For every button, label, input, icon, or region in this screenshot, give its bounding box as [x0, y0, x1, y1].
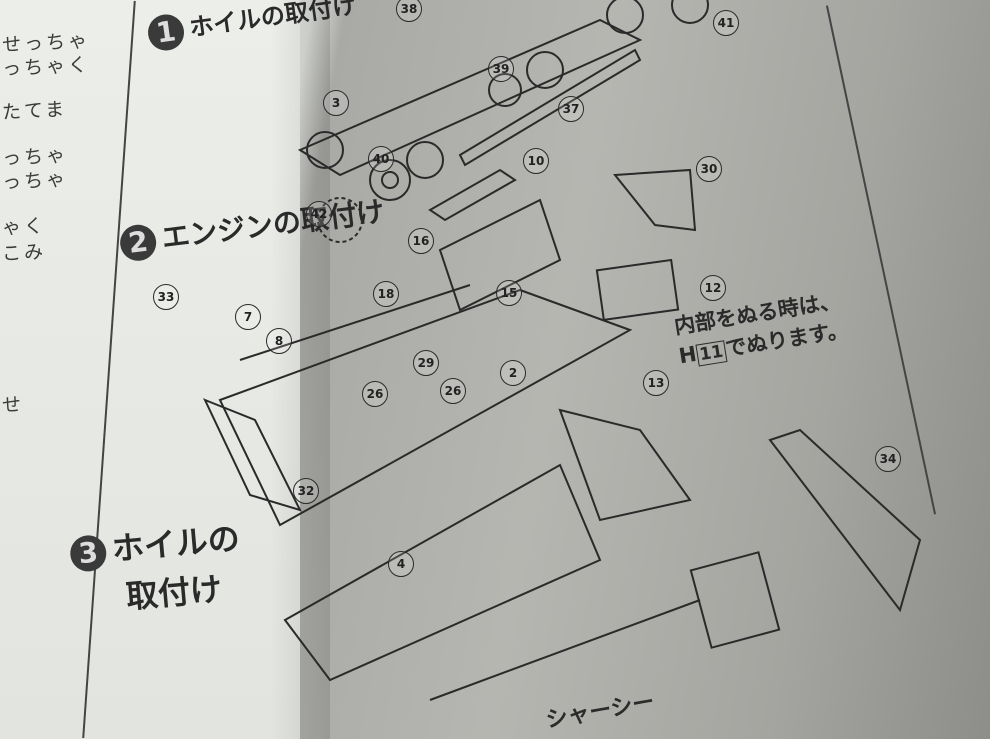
- part-number: 18: [373, 281, 399, 307]
- part-number: 26: [362, 381, 388, 407]
- chassis-body: [283, 463, 602, 682]
- wheel: [606, 0, 644, 34]
- part-number: 3: [323, 90, 349, 116]
- sprocket: [317, 197, 363, 243]
- step-3-title-line2: 取付け: [124, 569, 224, 616]
- track-rail: [458, 48, 642, 167]
- wheel: [671, 0, 709, 24]
- wheel: [306, 131, 344, 169]
- part-number: 32: [293, 478, 319, 504]
- part-number: 39: [488, 56, 514, 82]
- part-number: 13: [643, 370, 669, 396]
- front-plate: [203, 398, 302, 512]
- track-frame: [297, 18, 643, 177]
- step-1-number: 1: [145, 12, 187, 53]
- part-number: 41: [713, 10, 739, 36]
- side-plate: [768, 428, 922, 613]
- step-2-number: 2: [118, 222, 159, 263]
- part-number: 12: [700, 275, 726, 301]
- battery-box: [595, 258, 680, 322]
- motor: [689, 551, 781, 649]
- part-number: 8: [266, 328, 292, 354]
- part-number: 26: [440, 378, 466, 404]
- part-number: 38: [396, 0, 422, 22]
- part-number: 40: [368, 146, 394, 172]
- color-code-box: 11: [694, 340, 728, 367]
- armor-plate: [558, 408, 692, 522]
- step-3-number: 3: [68, 533, 108, 573]
- part-number: 30: [696, 156, 722, 182]
- engine-top: [428, 168, 517, 222]
- motor-belt: [613, 168, 697, 232]
- part-number: 7: [235, 304, 261, 330]
- part-number: 33: [153, 284, 179, 310]
- part-number: 4: [388, 551, 414, 577]
- part-number: 10: [523, 148, 549, 174]
- drive-shaft: [429, 599, 701, 701]
- part-number: 2: [500, 360, 526, 386]
- wheel: [526, 51, 564, 89]
- part-number: 15: [496, 280, 522, 306]
- part-number: 37: [558, 96, 584, 122]
- left-page: [0, 0, 300, 739]
- wheel: [406, 141, 444, 179]
- part-number: 42: [306, 201, 332, 227]
- page-fold-shadow: [270, 0, 330, 739]
- chassis-plate: [218, 288, 633, 527]
- part-number: 34: [875, 446, 901, 472]
- part-number: 16: [408, 228, 434, 254]
- part-number: 29: [413, 350, 439, 376]
